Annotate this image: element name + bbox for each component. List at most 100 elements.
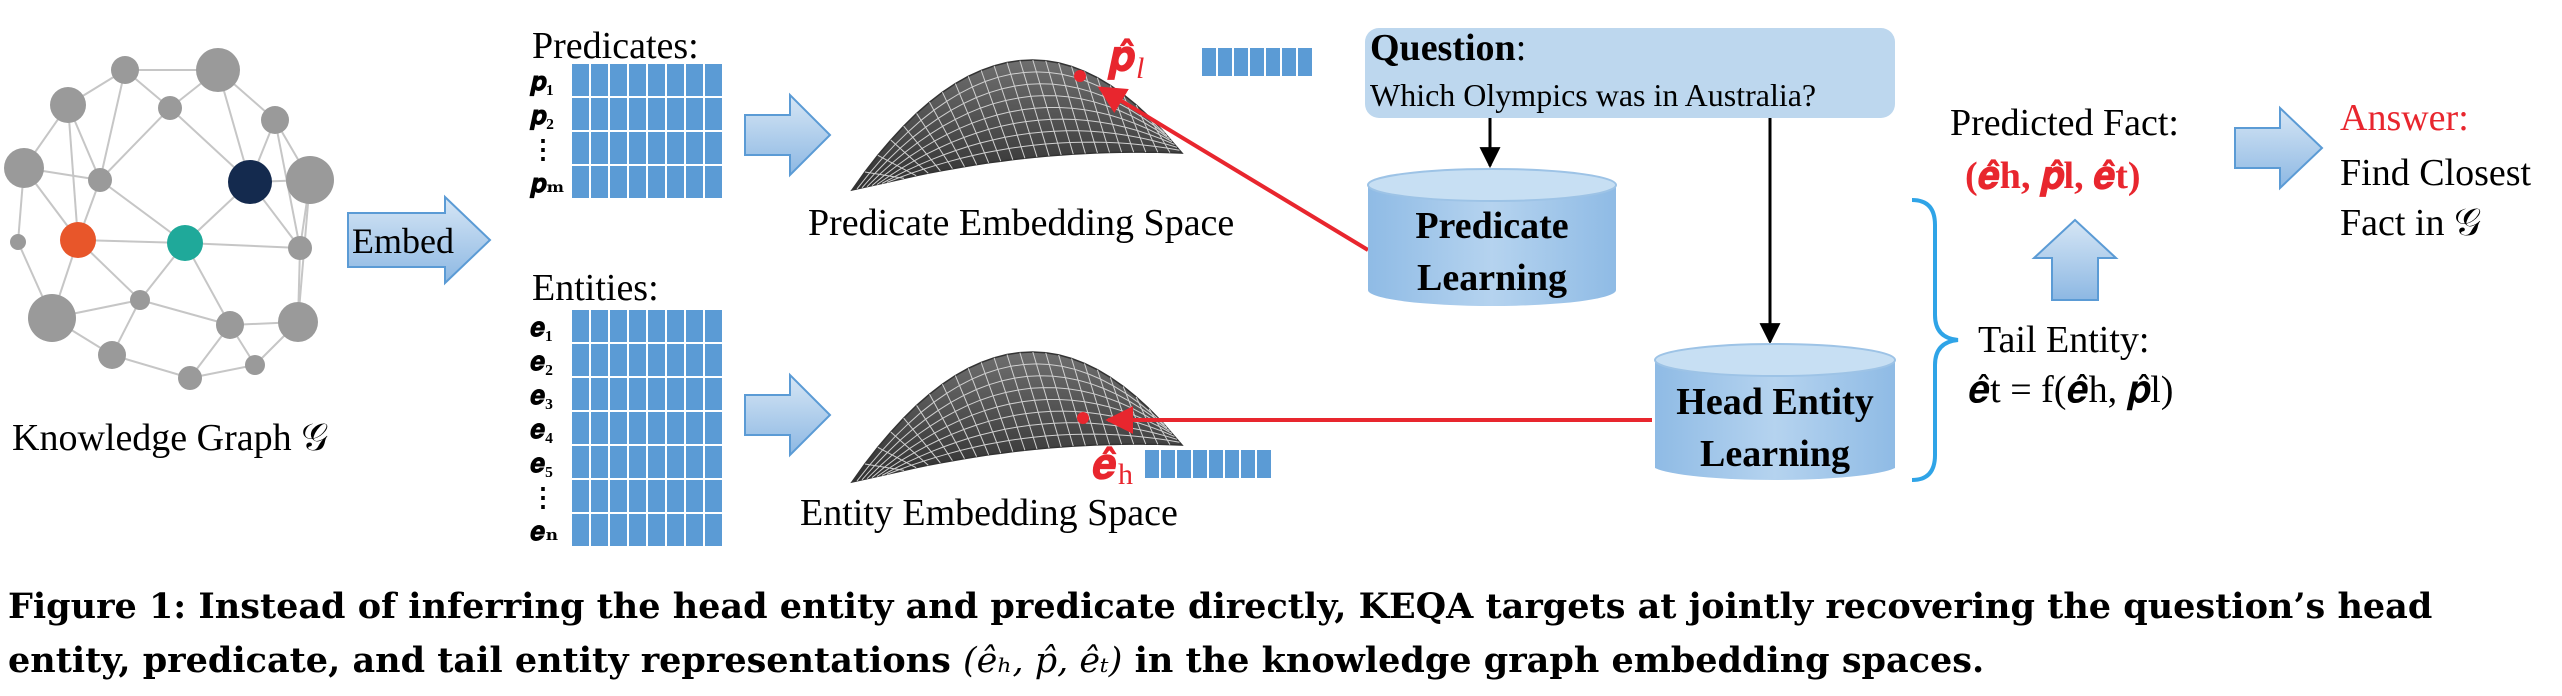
kg-node-navy <box>228 160 272 204</box>
kg-node-gray <box>286 156 334 204</box>
matrix-row-label: 𝒑₂ <box>529 101 554 131</box>
kg-node-gray <box>111 56 139 84</box>
matrix-row-label: 𝒆₃ <box>530 381 553 410</box>
embedding-cell <box>705 446 722 478</box>
embedding-cell <box>591 344 608 376</box>
surface-mesh-line <box>954 83 990 164</box>
head-entity-estimate-symbol: 𝒆̂ <box>1092 442 1117 488</box>
matrix-row-label: 𝒆ₙ <box>530 517 559 546</box>
embedding-cell <box>667 166 684 198</box>
embedding-cell <box>591 132 608 164</box>
embedding-cell <box>686 64 703 96</box>
entity-embedding-surface <box>850 351 1184 484</box>
matrix-row-label: 𝒆₁ <box>530 313 553 342</box>
embedding-cell <box>629 64 646 96</box>
embedding-cell <box>610 64 627 96</box>
embedding-cell <box>667 412 684 444</box>
vector-cell <box>1202 48 1216 76</box>
embedding-cell <box>572 166 589 198</box>
predicate-learning-line2: Learning <box>1417 257 1567 299</box>
embedding-cell <box>610 514 627 546</box>
surface-mesh-line <box>903 125 941 172</box>
embedding-cell <box>648 514 665 546</box>
embedding-cell <box>705 132 722 164</box>
kg-edge <box>99 69 126 181</box>
surface-mesh-line <box>1019 352 1050 449</box>
head-entity-learning-cylinder: Head Entity Learning <box>1654 343 1896 480</box>
embedding-cell <box>705 166 722 198</box>
predicate-learning-line1: Predicate <box>1415 205 1568 247</box>
embedding-cell <box>686 310 703 342</box>
surface-mesh-line <box>1058 62 1086 154</box>
matrix-row-label: 𝒆₂ <box>530 347 553 376</box>
predicate-estimate-subscript: l <box>1136 52 1144 85</box>
embedding-cell <box>610 132 627 164</box>
kg-edge <box>67 104 79 241</box>
surface-mesh-line <box>941 91 978 165</box>
embedding-cell <box>591 480 608 512</box>
embedding-cell <box>572 98 589 130</box>
surface-mesh-line <box>1071 66 1098 154</box>
kg-edge <box>139 299 231 326</box>
surface-mesh-line <box>1058 354 1086 446</box>
surface-mesh-line <box>967 76 1002 162</box>
embedding-cell <box>648 378 665 410</box>
question-title-line: Question: <box>1370 27 1526 69</box>
embedding-cell <box>629 514 646 546</box>
surface-mesh-line <box>993 357 1026 451</box>
embedding-cell <box>648 64 665 96</box>
vector-cell <box>1177 450 1191 478</box>
vector-cell <box>1218 48 1232 76</box>
kg-node-gray <box>158 96 182 120</box>
vector-cell <box>1282 48 1296 76</box>
embed-label: Embed <box>352 221 454 261</box>
embedding-cell <box>667 514 684 546</box>
kg-node-gray <box>28 294 76 342</box>
embedding-cell <box>648 98 665 130</box>
head-entity-estimate-subscript: h <box>1118 458 1133 491</box>
embedding-cell <box>648 446 665 478</box>
question-box <box>1365 28 1895 118</box>
surface-mesh-line <box>980 362 1014 452</box>
embedding-cell <box>705 412 722 444</box>
embedding-cell <box>686 480 703 512</box>
predicted-fact-formula: (𝒆̂h, 𝒑̂l, 𝒆̂t) <box>1965 155 2141 197</box>
kg-node-gray <box>245 355 265 375</box>
predicate-estimate-vector <box>1202 48 1312 76</box>
vector-cell <box>1266 48 1280 76</box>
predicate-embed-arrow <box>744 92 832 178</box>
surface-mesh-line <box>864 463 905 471</box>
embedding-cell <box>591 98 608 130</box>
embedding-cell <box>648 310 665 342</box>
kg-node-orange <box>60 222 96 258</box>
vector-cell <box>1161 450 1175 478</box>
surface-mesh-line <box>1032 59 1062 156</box>
question-title: Question <box>1370 27 1516 69</box>
embedding-cell <box>667 64 684 96</box>
embedding-cell <box>686 514 703 546</box>
entity-embedding-matrix <box>572 310 722 546</box>
embedding-cell <box>686 378 703 410</box>
embedding-cell <box>705 98 722 130</box>
embedding-cell <box>705 310 722 342</box>
matrix-row-label: 𝒑₁ <box>529 67 554 97</box>
surface-mesh-line <box>916 113 953 169</box>
right-brace <box>1911 198 1959 482</box>
embedding-cell <box>667 344 684 376</box>
surface-body <box>850 351 1184 484</box>
surface-mesh-line <box>1006 354 1038 450</box>
embedding-cell <box>591 166 608 198</box>
predicate-space-label: Predicate Embedding Space <box>808 202 1234 244</box>
caption-line-2-end: in the knowledge graph embedding spaces. <box>1122 640 1985 681</box>
entity-space-label: Entity Embedding Space <box>800 492 1178 534</box>
embedding-cell <box>667 378 684 410</box>
predicate-learning-red-arrow <box>1097 86 1370 252</box>
kg-node-gray <box>261 106 289 134</box>
predicate-embedding-matrix <box>572 64 722 198</box>
surface-mesh-line <box>1148 116 1171 153</box>
embedding-cell <box>572 310 589 342</box>
kg-label: Knowledge Graph 𝒢 <box>12 417 328 459</box>
embedding-cell <box>610 344 627 376</box>
question-colon: : <box>1516 27 1527 69</box>
embed-arrow: Embed <box>347 194 492 286</box>
